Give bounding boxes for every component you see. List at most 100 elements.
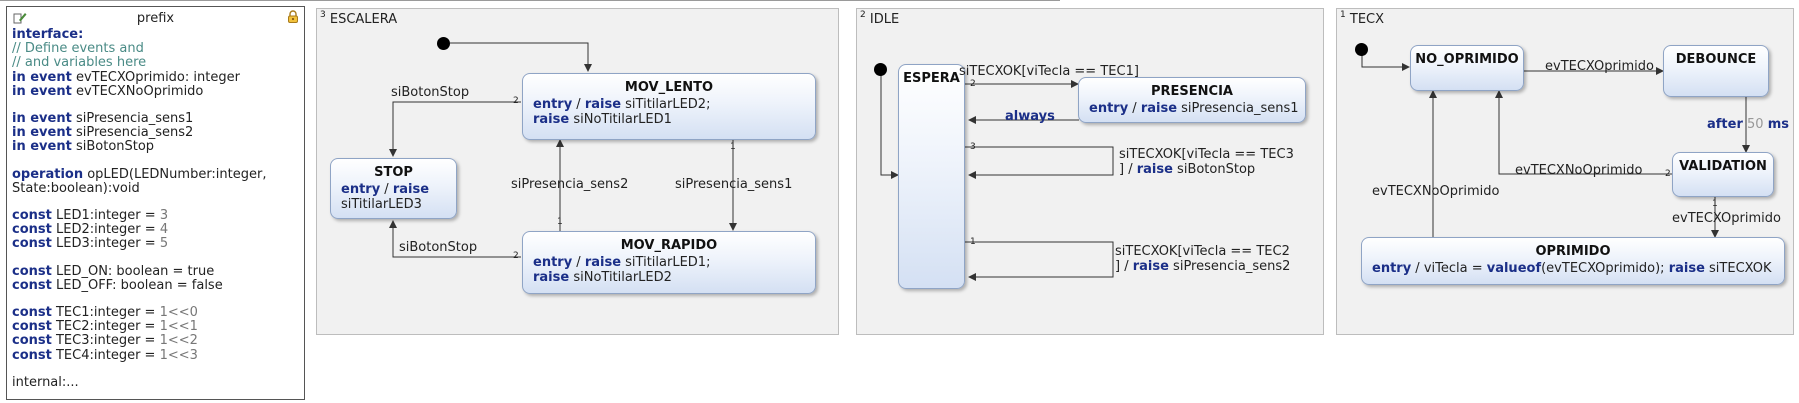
- code-token: siPresencia_sens2: [71, 125, 194, 141]
- state-name: DEBOUNCE: [1675, 52, 1757, 67]
- text-token: evTECXOprimido: [1545, 59, 1654, 74]
- definition-section[interactable]: prefix interface:// Define events and// …: [6, 6, 305, 400]
- transition-label-sibotonstop-2: siBotonStop: [399, 240, 477, 255]
- text-line: evTECXOprimido: [1672, 211, 1781, 226]
- region-number: 3: [320, 10, 326, 20]
- priority-label: 1: [1712, 199, 1718, 209]
- text-token: siBotonStop: [1172, 162, 1256, 177]
- state-actions: entry / raise siTitilarLED1;raise siNoTi…: [523, 253, 815, 285]
- keyword-token: raise: [584, 255, 622, 270]
- priority-label: 2: [513, 96, 519, 106]
- code-token: const: [12, 319, 52, 335]
- edit-definition-icon[interactable]: [13, 11, 27, 24]
- region-number: 1: [1340, 10, 1346, 20]
- transition-label-sipresencia-sens2: siPresencia_sens2: [511, 177, 628, 192]
- transition-validation-nooprimido: [1495, 90, 1672, 175]
- keyword-token: entry: [533, 97, 573, 112]
- code-token: LED_OFF: boolean = false: [51, 277, 223, 293]
- transition-espera-tec2: [963, 241, 1114, 281]
- text-line: siTitilarLED3: [341, 197, 446, 212]
- code-line: const LED2:integer = 4: [12, 223, 299, 237]
- code-token: evTECXOprimido: integer: [71, 69, 240, 85]
- transition-label-evtecxoprimido-1: evTECXOprimido: [1545, 59, 1654, 74]
- keyword-token: ms: [1767, 117, 1789, 132]
- code-line: in event evTECXOprimido: integer: [12, 69, 299, 85]
- code-line: const TEC2:integer = 1<<1: [12, 320, 299, 334]
- text-token: siPresencia_sens1: [1177, 101, 1299, 116]
- text-token: evTECXNoOprimido: [1372, 184, 1500, 199]
- transition-label-always: always: [1005, 109, 1055, 124]
- text-token: siTitilarLED2;: [621, 97, 711, 112]
- state-name: OPRIMIDO: [1535, 244, 1611, 259]
- text-line: after 50 ms: [1707, 117, 1789, 132]
- code-line: // and variables here: [12, 56, 299, 70]
- priority-label: 2: [1665, 169, 1671, 179]
- code-line: interface:: [12, 27, 299, 42]
- transition-movrapido-stop: [389, 220, 521, 258]
- text-token: siTECXOK[viTecla == TEC1]: [959, 64, 1139, 79]
- code-token: interface:: [12, 27, 84, 42]
- state-name: PRESENCIA: [1151, 84, 1233, 99]
- text-token: siTECXOK[viTecla == TEC2: [1115, 244, 1290, 259]
- code-token: 1<<2: [159, 333, 198, 349]
- code-token: in event: [12, 111, 72, 127]
- text-line: raise siNoTitilarLED1: [533, 112, 805, 127]
- region-number: 2: [860, 10, 866, 20]
- region-label: 1 TECX: [1340, 10, 1384, 27]
- transition-movlento-stop: [389, 101, 521, 157]
- code-token: State:boolean):void: [12, 180, 140, 196]
- code-token: LED1:integer =: [51, 208, 160, 224]
- lock-icon[interactable]: [287, 10, 299, 23]
- region-tecx[interactable]: 1 TECX NO_OPRIMIDO DEBOUNCE VALIDATION O…: [1336, 8, 1794, 335]
- keyword-token: raise: [1136, 162, 1173, 177]
- definition-title: prefix: [136, 11, 175, 26]
- state-name: STOP: [374, 165, 413, 180]
- region-label: 3 ESCALERA: [320, 10, 397, 27]
- code-token: opLED(LEDNumber:integer,: [83, 166, 267, 182]
- transition-label-tec1: siTECXOK[viTecla == TEC1]: [959, 64, 1139, 79]
- code-token: TEC2:integer =: [51, 319, 160, 335]
- state-debounce[interactable]: DEBOUNCE: [1663, 45, 1769, 97]
- code-token: siBotonStop: [71, 139, 155, 155]
- code-line: const TEC3:integer = 1<<2: [12, 334, 299, 348]
- code-token: LED2:integer =: [51, 222, 160, 238]
- code-line: operation opLED(LEDNumber:integer,: [12, 166, 299, 182]
- code-line: in event evTECXNoOprimido: [12, 84, 299, 99]
- code-token: 1<<0: [159, 305, 198, 321]
- transition-label-evtecxoprimido-2: evTECXOprimido: [1672, 211, 1781, 226]
- code-token: const: [12, 236, 52, 252]
- text-token: siBotonStop: [399, 240, 478, 255]
- text-token: evTECXNoOprimido: [1515, 163, 1643, 178]
- keyword-token: valueof: [1486, 261, 1542, 276]
- state-actions: entry / viTecla = valueof(evTECXOprimido…: [1362, 259, 1784, 276]
- keyword-token: entry: [1089, 101, 1129, 116]
- state-no-oprimido[interactable]: NO_OPRIMIDO: [1410, 45, 1524, 91]
- definition-code[interactable]: interface:// Define events and// and var…: [7, 27, 304, 391]
- transition-label-sipresencia-sens1: siPresencia_sens1: [675, 177, 792, 192]
- window-top-edge: [0, 0, 1060, 3]
- state-name: VALIDATION: [1679, 159, 1767, 174]
- text-line: siPresencia_sens1: [675, 177, 792, 192]
- transition-label-after-50-ms: after 50 ms: [1707, 117, 1789, 132]
- code-token: const: [12, 347, 52, 363]
- state-name: NO_OPRIMIDO: [1415, 52, 1519, 67]
- code-line: const LED3:integer = 5: [12, 237, 299, 251]
- priority-label: 3: [970, 142, 976, 152]
- code-token: LED_ON: boolean = true: [51, 263, 215, 279]
- state-validation[interactable]: VALIDATION: [1672, 152, 1774, 197]
- text-line: always: [1005, 109, 1055, 124]
- text-token: evTECXOprimido: [1672, 211, 1781, 226]
- state-espera[interactable]: ESPERA: [898, 64, 965, 289]
- code-token: // Define events and: [12, 41, 144, 57]
- text-line: ] / raise siBotonStop: [1119, 162, 1294, 177]
- code-token: internal:...: [12, 374, 79, 390]
- text-token: siNoTitilarLED2: [569, 270, 672, 285]
